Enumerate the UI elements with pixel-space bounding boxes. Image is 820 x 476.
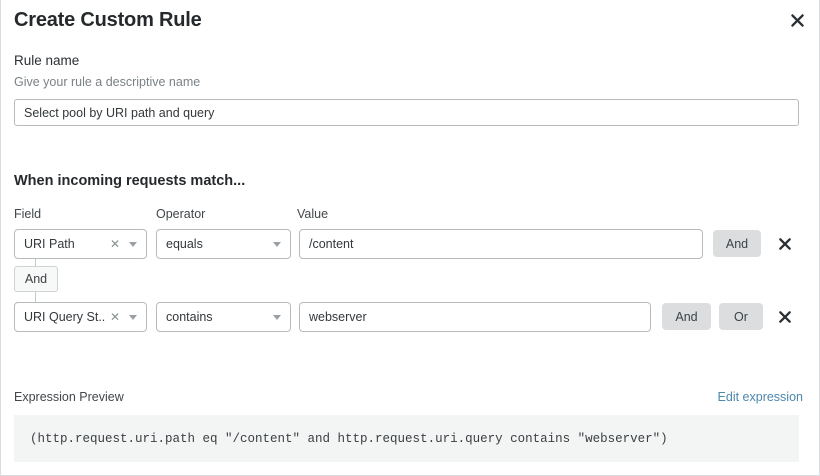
column-header-operator: Operator [156,207,206,221]
match-section-heading: When incoming requests match... [14,173,246,189]
field-select-row-2[interactable]: URI Query St... ✕ [14,302,147,332]
logic-and-button-row-1[interactable]: And [713,230,761,257]
expression-preview-text: (http.request.uri.path eq "/content" and… [30,431,668,446]
connector-line-bottom [35,292,36,302]
close-icon-glyph [790,13,804,27]
clear-icon[interactable]: ✕ [109,237,120,251]
operator-select-value-row-2: contains [166,310,213,324]
field-select-row-1[interactable]: URI Path ✕ [14,229,147,259]
field-select-value-row-2: URI Query St... [24,310,106,324]
column-header-field: Field [14,207,42,221]
clear-icon[interactable]: ✕ [109,310,120,324]
rule-name-description: Give your rule a descriptive name [14,75,201,89]
chevron-down-icon[interactable] [124,241,146,247]
value-input-row-1[interactable] [299,229,703,259]
close-icon[interactable] [783,6,811,34]
operator-select-row-2[interactable]: contains [156,302,291,332]
column-header-value: Value [297,207,329,221]
edit-expression-link[interactable]: Edit expression [717,390,803,404]
value-input-row-2[interactable] [299,302,651,332]
rule-name-input[interactable] [14,99,799,126]
expression-preview-label: Expression Preview [14,390,124,404]
dialog-title: Create Custom Rule [14,9,202,31]
remove-condition-button-row-2[interactable] [775,302,795,332]
close-icon [779,311,791,323]
group-connector-and-badge[interactable]: And [14,266,58,292]
chevron-down-icon[interactable] [268,241,290,247]
field-select-value-row-1: URI Path [24,237,75,251]
expression-preview-box: (http.request.uri.path eq "/content" and… [14,415,799,462]
connector-line-top [35,259,36,267]
remove-condition-button-row-1[interactable] [775,229,795,259]
chevron-down-icon[interactable] [268,314,290,320]
operator-select-row-1[interactable]: equals [156,229,291,259]
logic-or-button-row-2[interactable]: Or [719,303,763,330]
logic-and-button-row-2[interactable]: And [662,303,711,330]
operator-select-value-row-1: equals [166,237,203,251]
rule-name-label: Rule name [14,53,80,68]
chevron-down-icon[interactable] [124,314,146,320]
close-icon [779,238,791,250]
